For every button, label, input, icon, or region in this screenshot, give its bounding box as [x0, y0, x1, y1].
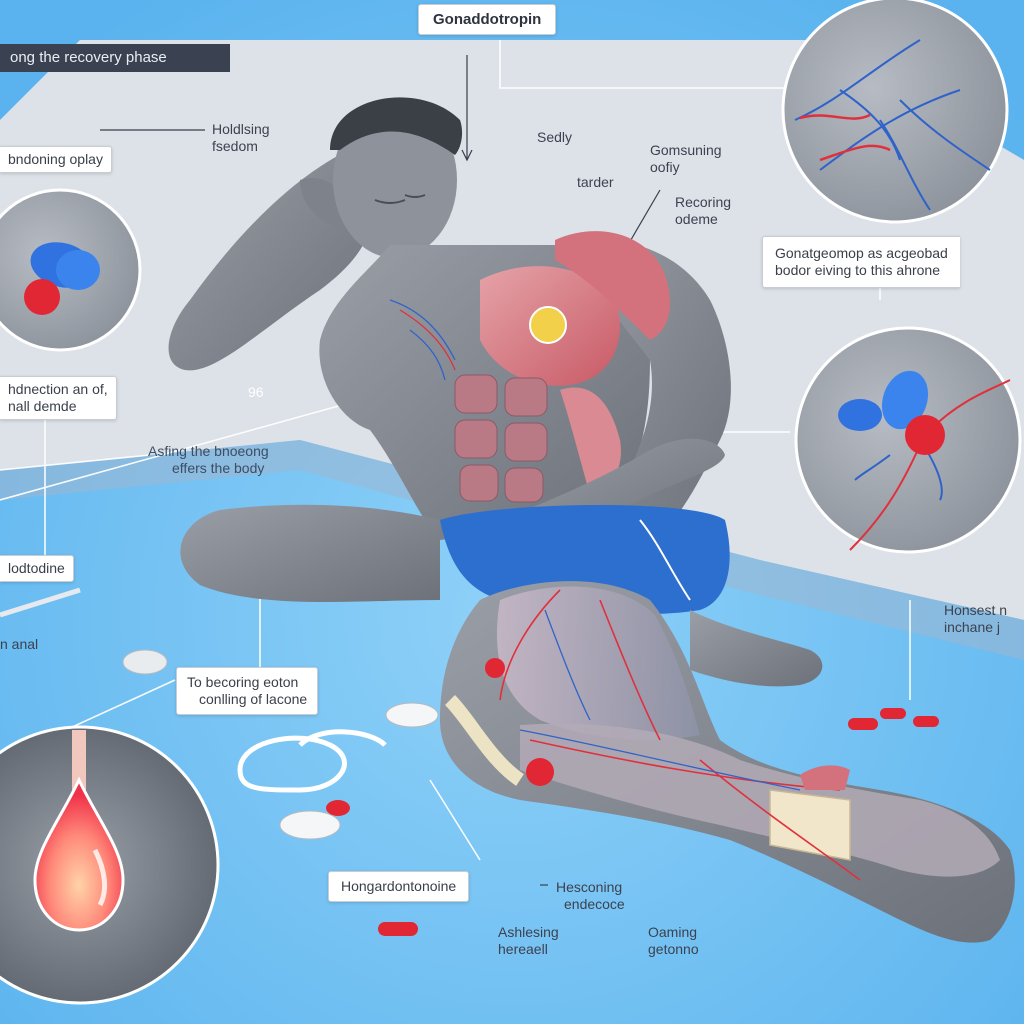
vein-inset-circle: [781, 0, 1009, 224]
sedly-label: Sedly: [537, 129, 573, 145]
anal-label: n anal: [0, 636, 39, 652]
number-label: 96: [248, 384, 264, 400]
pill-inset-circle-right: [794, 326, 1022, 554]
hong-label: Hongardontonoine: [328, 871, 470, 902]
phase-banner: ong the recovery phase: [0, 44, 230, 72]
reduction-label: hdnection an of,nall demde: [0, 376, 117, 420]
floor-pills: [0, 587, 939, 936]
reclining-figure: [168, 97, 1015, 943]
hydro-label: lodtodine: [0, 555, 74, 582]
droplet-inset-circle: [0, 725, 220, 1005]
tander-label: tarder: [577, 174, 614, 190]
backdrop-shadow: [0, 440, 1024, 660]
ordering-label: bndoning oplay: [0, 146, 112, 173]
pill-inset-circle-left: [0, 188, 142, 352]
title-label: Gonaddotropin: [418, 4, 557, 35]
